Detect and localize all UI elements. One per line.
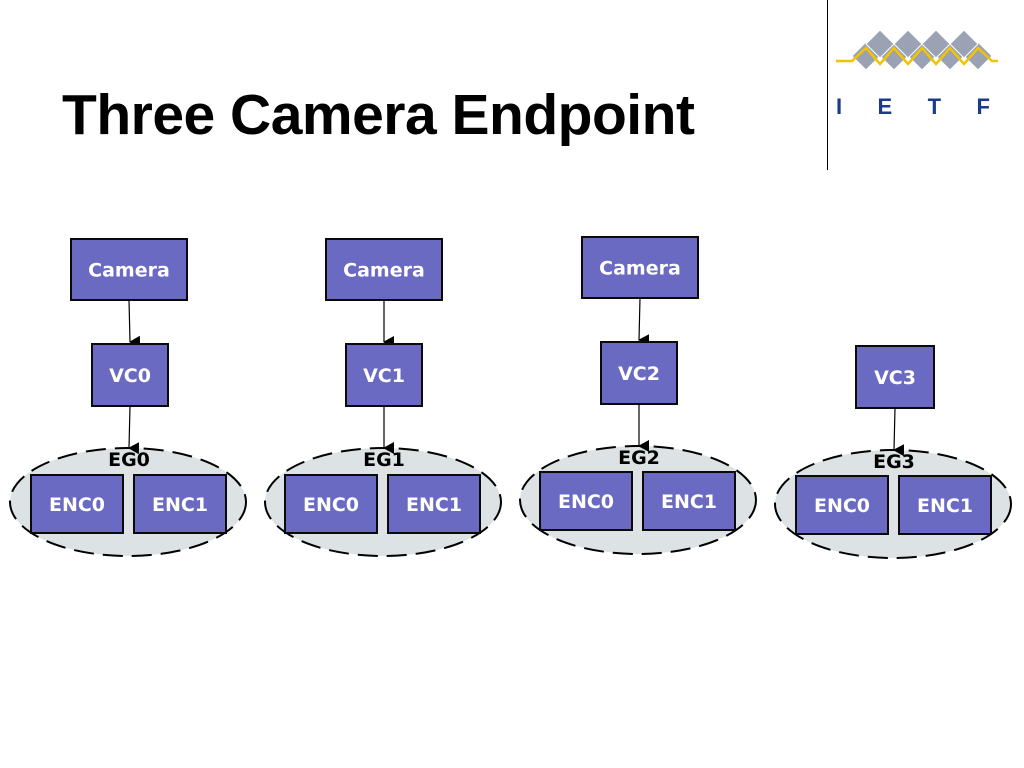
logo-diamond — [865, 30, 895, 59]
vc-to-eg-arrow — [128, 405, 140, 455]
encoder-box-label: ENC0 — [49, 494, 105, 516]
encoder-box-label: ENC0 — [303, 494, 359, 516]
encoder-box-label: ENC1 — [406, 494, 462, 516]
camera-box — [70, 238, 188, 301]
logo-diamond — [921, 30, 951, 59]
logo-letter: I — [836, 94, 843, 119]
encoder-box — [642, 471, 736, 531]
encoder-box — [133, 474, 227, 534]
camera-box — [325, 238, 443, 301]
vc-to-eg-arrow — [893, 407, 905, 457]
ietf-logo-letters: I E T F — [836, 94, 990, 120]
page-title: Three Camera Endpoint — [62, 83, 695, 147]
vc-box — [855, 345, 935, 409]
header-divider — [827, 0, 828, 170]
encoder-group-label: EG0 — [108, 449, 150, 471]
encoder-box-label: ENC1 — [661, 491, 717, 513]
vc-box-label: VC2 — [618, 363, 660, 385]
logo-zigzag-line — [836, 46, 998, 66]
camera-box — [581, 236, 699, 299]
camera-to-vc-arrow — [128, 299, 141, 348]
vc-box-label: VC1 — [363, 365, 405, 387]
encoder-box — [284, 474, 378, 534]
camera-box-label: Camera — [599, 258, 681, 280]
ietf-logo-icon — [836, 30, 998, 71]
encoder-box — [795, 475, 889, 535]
encoder-group-label: EG3 — [873, 451, 915, 473]
camera-box-label: Camera — [88, 260, 170, 282]
logo-diamond — [893, 30, 923, 59]
vc-box — [600, 341, 678, 405]
camera-to-vc-arrow — [638, 297, 650, 347]
encoder-box-label: ENC0 — [814, 495, 870, 517]
logo-letter: T — [927, 94, 942, 119]
encoder-box-label: ENC0 — [558, 491, 614, 513]
vc-box-label: VC0 — [109, 365, 151, 387]
vc-box — [345, 343, 423, 407]
encoder-box-label: ENC1 — [917, 495, 973, 517]
logo-diamond — [949, 30, 979, 59]
encoder-box — [898, 475, 992, 535]
encoder-box — [387, 474, 481, 534]
logo-letter: E — [877, 94, 893, 119]
encoder-box — [30, 474, 124, 534]
encoder-group-label: EG2 — [618, 447, 660, 469]
encoder-box — [539, 471, 633, 531]
encoder-group-label: EG1 — [363, 449, 405, 471]
vc-box-label: VC3 — [874, 367, 916, 389]
encoder-box-label: ENC1 — [152, 494, 208, 516]
logo-letter: F — [976, 94, 990, 119]
camera-box-label: Camera — [343, 260, 425, 282]
